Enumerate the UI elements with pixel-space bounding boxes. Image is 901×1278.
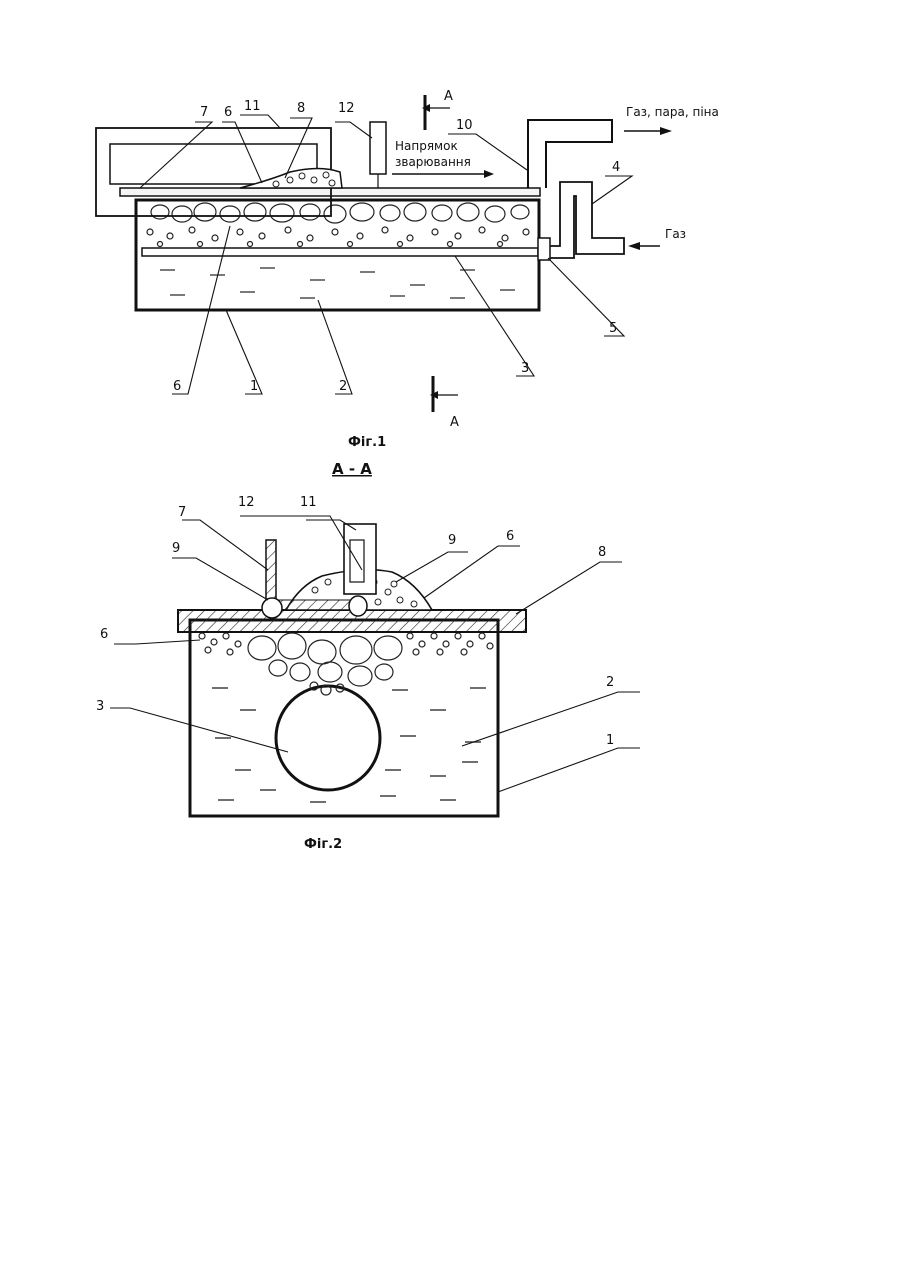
part-7-fig2 [266,540,276,604]
outlet-arrowhead [660,127,672,135]
gas-inlet-4 [540,182,624,258]
fig1-label-12: 12 [338,101,355,116]
fig1-label-6-top: 6 [224,105,232,120]
weld-seam-fig2 [276,600,356,610]
outlet-pipe-10 [528,120,612,188]
granular-bed-fig1 [147,203,529,247]
fig1-label-4: 4 [612,160,620,175]
direction-note-line1: Напрямок [395,139,458,153]
fig2-label-6-left: 6 [100,627,108,642]
inlet-arrowhead [628,242,640,250]
outlet-note: Газ, пара, піна [626,105,719,119]
fig2-label-9-right: 9 [448,533,456,548]
gas-pipe-3 [142,248,538,256]
inlet-note: Газ [665,227,686,241]
figure-1: 7 6 11 8 12 10 4 5 6 1 2 3 A A Напрямок … [96,89,719,450]
figure1-caption: Фіг.1 [348,435,386,450]
granular-bed-fig2 [199,633,493,695]
figure2-caption: Фіг.2 [304,837,342,852]
direction-note-line2: зварювання [395,155,471,169]
fitting-5 [538,238,550,260]
direction-arrowhead [484,170,494,178]
plate-8-fig1 [120,188,540,196]
fig2-label-12: 12 [238,495,255,510]
fig2-label-11: 11 [300,495,317,510]
fig1-label-1: 1 [250,379,258,394]
section-title-a-a: A - A [332,460,372,478]
fig2-label-9-left: 9 [172,541,180,556]
fig2-label-6-top: 6 [506,529,514,544]
fig1-label-2: 2 [339,379,347,394]
figure-2: A - A [96,460,640,852]
fig1-label-5: 5 [609,321,617,336]
gas-pipe-3-fig2 [276,686,380,790]
fig1-label-11: 11 [244,99,261,114]
fig1-label-3: 3 [521,361,529,376]
fig2-label-8: 8 [598,545,606,560]
fig2-label-1: 1 [606,733,614,748]
fig1-label-7: 7 [200,105,208,120]
electrode-12-fig1 [370,122,386,174]
fig2-label-2: 2 [606,675,614,690]
fig1-section-marker-bottom: A [450,415,459,430]
fig1-label-6-bottom: 6 [173,379,181,394]
fig1-section-marker-top: A [444,89,453,104]
fig2-label-7: 7 [178,505,186,520]
fig1-label-8: 8 [297,101,305,116]
fig2-label-3: 3 [96,699,104,714]
fig1-label-10: 10 [456,118,473,133]
